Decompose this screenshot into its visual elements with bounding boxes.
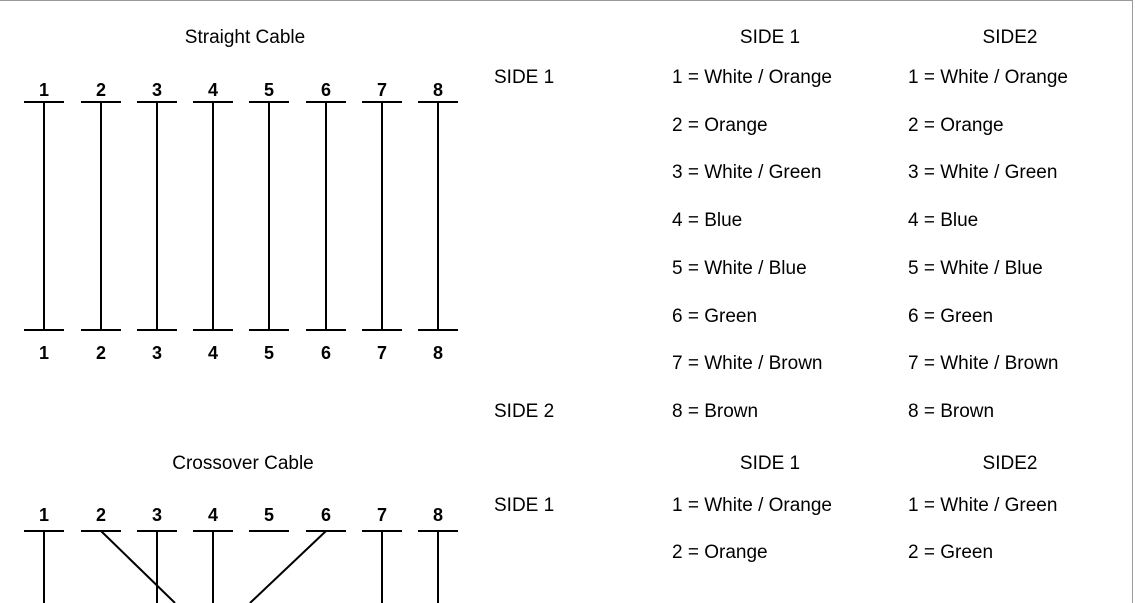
straight-bottom-pin-label: 3 [152, 343, 162, 363]
straight-side2-pin-8: 8 = Brown [908, 400, 995, 422]
crossover-side2-pin-2: 2 = Green [908, 542, 994, 563]
straight-bottom-pin-label: 7 [377, 343, 387, 363]
crossover-side1-header: SIDE 1 [739, 453, 801, 474]
straight-side2-pin-7: 7 = White / Brown [908, 353, 1059, 375]
straight-side2-pin-5: 5 = White / Blue [908, 257, 1043, 279]
crossover-side1-pin-1: 1 = White / Orange [672, 495, 832, 516]
crossover-side1-pin-2: 2 = Orange [672, 542, 768, 563]
straight-bottom-pin-label: 6 [321, 343, 331, 363]
straight-side1-pin-7: 7 = White / Brown [672, 353, 823, 375]
straight-top-pin-label: 5 [264, 80, 274, 100]
straight-side1-header: SIDE 1 [739, 27, 801, 48]
straight-side2-pin-4: 4 = Blue [908, 210, 979, 232]
straight-side2-pin-1: 1 = White / Orange [908, 67, 1068, 88]
straight-top-pin-label: 2 [96, 80, 106, 100]
straight-top-pin-label: 1 [39, 80, 49, 100]
straight-row-side2-label: SIDE 2 [494, 401, 555, 422]
crossover-side2-pin-1: 1 = White / Green [908, 495, 1058, 516]
crossover-top-pin-label: 7 [377, 505, 387, 525]
straight-side1-pin-8: 8 = Brown [672, 400, 759, 422]
straight-side1-pin-2: 2 = Orange [672, 114, 768, 136]
straight-top-pin-label: 7 [377, 80, 387, 100]
crossover-top-pin-label: 1 [39, 505, 49, 525]
straight-bottom-pin-label: 1 [39, 343, 49, 363]
straight-top-pin-label: 3 [152, 80, 162, 100]
straight-side1-pin-5: 5 = White / Blue [672, 257, 807, 279]
straight-bottom-pin-label: 5 [264, 343, 274, 363]
crossover-cable-title: Crossover Cable [172, 453, 314, 474]
straight-cable-title: Straight Cable [184, 27, 306, 48]
crossover-top-pin-label: 2 [96, 505, 106, 525]
straight-side1-pin-1: 1 = White / Orange [672, 67, 832, 88]
straight-side2-header: SIDE2 [982, 27, 1038, 48]
crossover-side2-header: SIDE2 [982, 453, 1038, 474]
straight-side2-pin-2: 2 = Orange [908, 114, 1004, 136]
straight-top-pin-label: 4 [208, 80, 218, 100]
crossover-top-pin-label: 6 [321, 505, 331, 525]
crossover-row-side1-label: SIDE 1 [494, 495, 555, 516]
straight-side1-pin-4: 4 = Blue [672, 210, 743, 232]
straight-top-pin-label: 8 [433, 80, 443, 100]
crossover-top-pin-label: 3 [152, 505, 162, 525]
straight-side1-pin-6: 6 = Green [672, 305, 758, 327]
straight-side2-pin-3: 3 = White / Green [908, 162, 1058, 184]
crossover-top-pin-label: 5 [264, 505, 274, 525]
crossover-wire-diagonal [249, 530, 327, 603]
straight-top-pin-label: 6 [321, 80, 331, 100]
crossover-wire-diagonal [100, 530, 176, 603]
crossover-top-pin-label: 4 [208, 505, 218, 525]
crossover-top-pin-label: 8 [433, 505, 443, 525]
straight-row-side1-label: SIDE 1 [494, 67, 555, 88]
straight-side1-pin-3: 3 = White / Green [672, 162, 822, 184]
straight-bottom-pin-label: 2 [96, 343, 106, 363]
straight-side2-pin-6: 6 = Green [908, 305, 994, 327]
straight-bottom-pin-label: 4 [208, 343, 218, 363]
straight-bottom-pin-label: 8 [433, 343, 443, 363]
